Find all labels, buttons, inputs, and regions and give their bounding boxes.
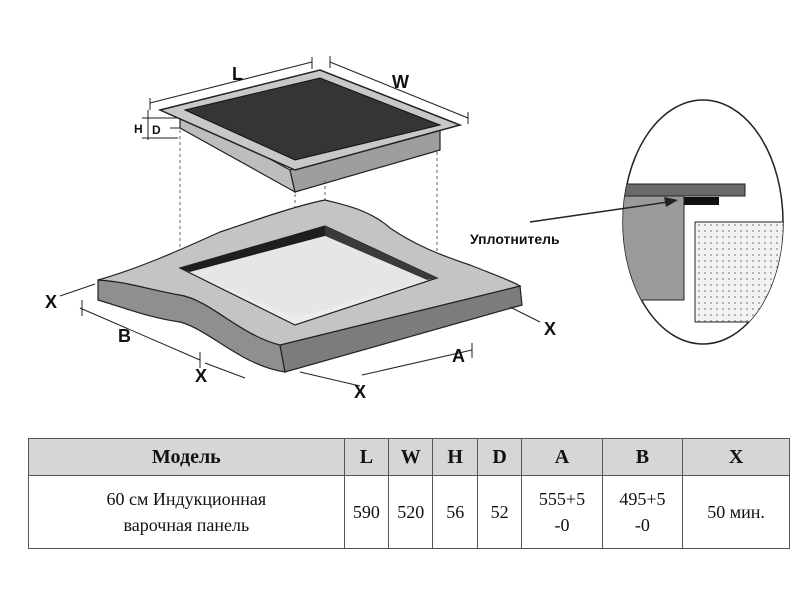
header-a: A — [521, 438, 603, 476]
specs-table: Модель L W H D A B X 60 см Индукционная … — [28, 438, 790, 549]
label-x-front: X — [195, 366, 207, 386]
label-b: B — [118, 326, 131, 346]
label-d: D — [152, 123, 161, 137]
seal-strip — [684, 197, 719, 205]
cell-model: 60 см Индукционная варочная панель — [28, 475, 345, 549]
header-w: W — [388, 438, 434, 476]
cell-w: 520 — [388, 475, 434, 549]
label-l: L — [232, 64, 243, 84]
table-header-row: Модель L W H D A B X — [28, 438, 790, 476]
cell-a: 555+5 -0 — [521, 475, 603, 549]
header-l: L — [343, 438, 390, 476]
cell-h: 56 — [432, 475, 478, 549]
header-x: X — [682, 438, 790, 476]
seal-label: Уплотнитель — [470, 231, 560, 247]
label-x-bottom: X — [354, 382, 366, 402]
cell-b-line-2: -0 — [634, 515, 650, 535]
label-x-left: X — [45, 292, 57, 312]
header-d: D — [476, 438, 523, 476]
countertop-section — [694, 221, 783, 323]
model-line-2: варочная панель — [123, 515, 250, 535]
cell-x: 50 мин. — [682, 475, 790, 549]
cooktop — [157, 69, 463, 194]
header-model: Модель — [28, 438, 345, 476]
cell-a-line-1: 555+5 — [538, 489, 586, 509]
countertop — [97, 199, 523, 373]
header-h: H — [432, 438, 478, 476]
header-b: B — [601, 438, 684, 476]
label-w: W — [392, 72, 409, 92]
dimension-lines-bottom — [59, 283, 541, 387]
table-row: 60 см Индукционная варочная панель 590 5… — [28, 475, 790, 549]
cell-b: 495+5 -0 — [601, 475, 684, 549]
dimension-lines-top — [142, 56, 469, 140]
model-line-1: 60 см Индукционная — [106, 489, 267, 509]
cell-b-line-1: 495+5 — [619, 489, 666, 509]
seal-pointer — [529, 197, 678, 223]
cooktop-glass-surface — [183, 77, 442, 161]
cell-d: 52 — [476, 475, 523, 549]
cell-l: 590 — [343, 475, 390, 549]
cell-a-line-2: -0 — [554, 515, 570, 535]
label-a: A — [452, 346, 465, 366]
seal-detail — [622, 99, 784, 345]
label-x-right: X — [544, 319, 556, 339]
label-h: H — [134, 122, 143, 136]
installation-diagram: L W H D X B X X A X — [45, 56, 784, 402]
